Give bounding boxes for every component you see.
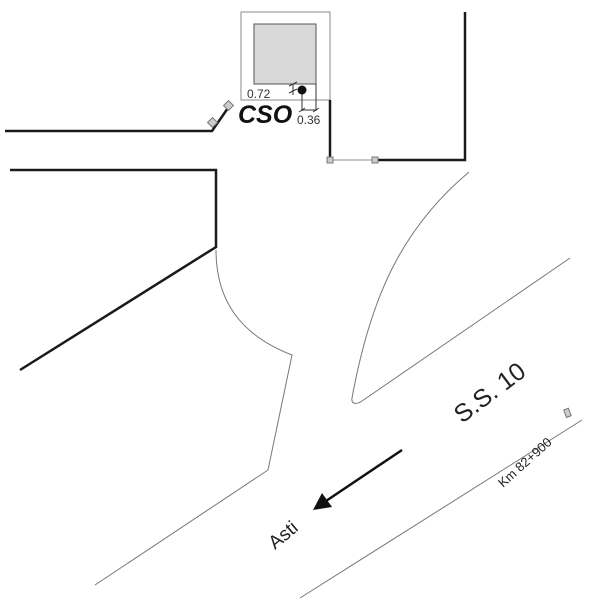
dim-vertical-label: 0.72 xyxy=(247,87,271,101)
kilometer-label: Km 82+900 xyxy=(495,434,555,490)
station-building xyxy=(253,23,317,85)
station-enclosure xyxy=(240,11,331,101)
road-label: S.S. 10 xyxy=(449,357,531,429)
boundary-lines xyxy=(5,12,467,372)
station-label: CSO xyxy=(238,101,293,129)
dim-horizontal-label: 0.36 xyxy=(297,113,321,127)
direction-label: Asti xyxy=(265,517,303,553)
direction-arrow-icon xyxy=(313,448,403,510)
boundary-markers xyxy=(206,99,572,419)
sensor-point xyxy=(297,85,307,95)
road-edges xyxy=(94,171,583,599)
